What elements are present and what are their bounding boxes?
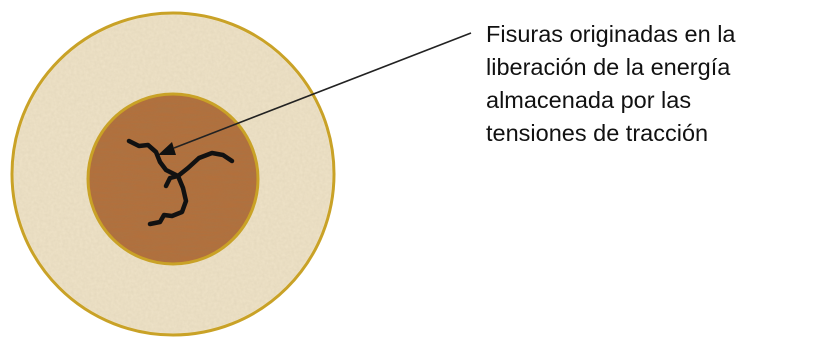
annotation-line-1: Fisuras originadas en la	[486, 18, 826, 51]
annotation-line-2: liberación de la energía	[486, 51, 826, 84]
annotation-line-4: tensiones de tracción	[486, 117, 826, 150]
crack-annotation-text: Fisuras originadas en la liberación de l…	[486, 18, 826, 151]
annotation-line-3: almacenada por las	[486, 84, 826, 117]
